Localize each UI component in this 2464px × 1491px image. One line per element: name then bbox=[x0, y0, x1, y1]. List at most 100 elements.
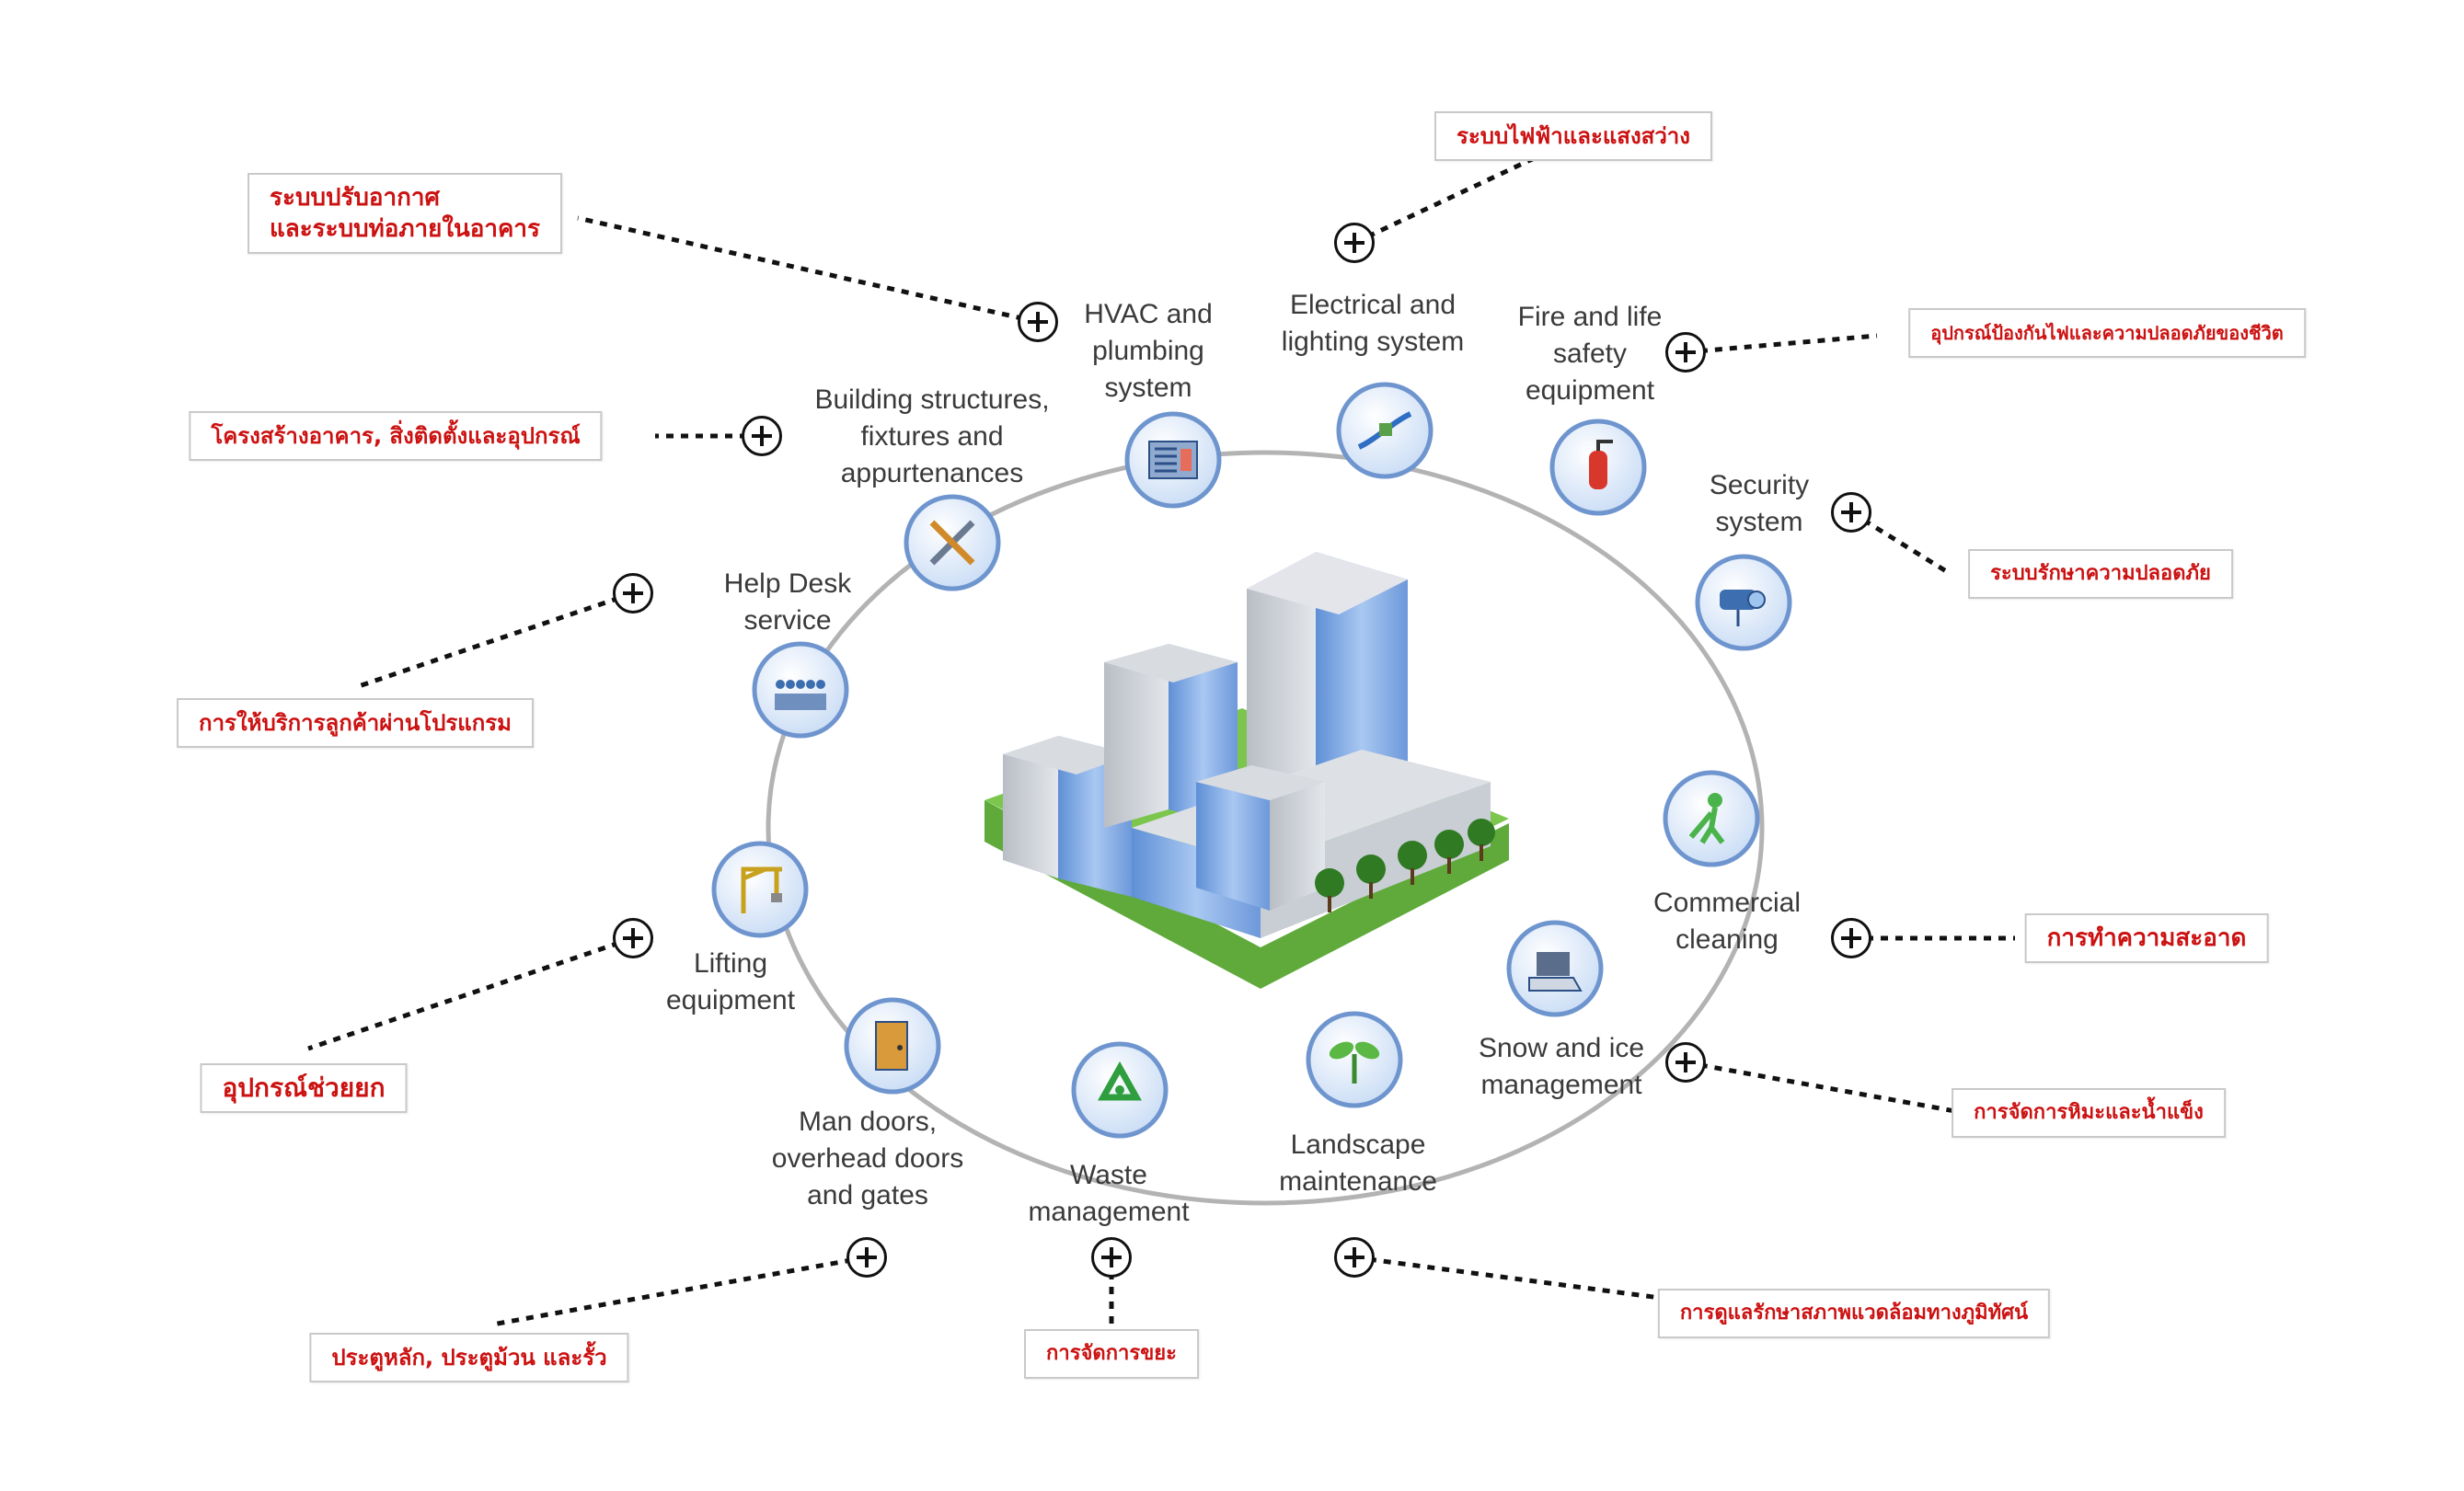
callout-text: การดูแลรักษาสภาพแวดล้อมทางภูมิทัศน์ bbox=[1679, 1302, 2029, 1325]
service-label-line: maintenance bbox=[1279, 1166, 1437, 1197]
service-label-line: overhead doors bbox=[771, 1143, 964, 1174]
service-label-waste: Waste management bbox=[1028, 1157, 1189, 1231]
service-label-line: fixtures and bbox=[860, 421, 1004, 452]
callout-text: การจัดการขยะ bbox=[1046, 1342, 1177, 1365]
service-label-line: plumbing bbox=[1092, 336, 1204, 366]
tall-tower-roof bbox=[1247, 552, 1408, 614]
expand-fire-button[interactable] bbox=[1665, 332, 1706, 373]
callout-text: การให้บริการลูกค้าผ่านโปรแกรม bbox=[199, 710, 512, 736]
expand-helpdesk-button[interactable] bbox=[613, 573, 653, 614]
service-label-line: Landscape bbox=[1290, 1130, 1426, 1160]
front-tower-front bbox=[1196, 782, 1270, 911]
callout-snow: การจัดการหิมะและน้ำแข็ง bbox=[1952, 1088, 2226, 1138]
service-icons bbox=[711, 382, 1792, 1139]
callout-text: ระบบปรับอากาศ bbox=[270, 184, 440, 212]
service-label-line: Man doors, bbox=[798, 1107, 938, 1137]
expand-snow-button[interactable] bbox=[1665, 1042, 1706, 1083]
service-label-line: Security bbox=[1709, 470, 1810, 500]
callout-fire: อุปกรณ์ป้องกันไฟและความปลอดภัยของชีวิต bbox=[1908, 308, 2306, 358]
service-label-line: HVAC and bbox=[1084, 299, 1213, 329]
tree-trunks bbox=[1328, 844, 1483, 912]
door-icon[interactable] bbox=[844, 997, 941, 1095]
service-label-line: management bbox=[1480, 1070, 1642, 1100]
fire-extinguisher-icon[interactable] bbox=[1549, 419, 1647, 516]
left-tower-side bbox=[1003, 736, 1058, 878]
service-label-line: equipment bbox=[1525, 375, 1655, 406]
service-label-security: Security system bbox=[1710, 467, 1809, 541]
callout-electrical: ระบบไฟฟ้าและแสงสว่าง bbox=[1433, 111, 1713, 161]
plant-sprout-icon[interactable] bbox=[1306, 1011, 1403, 1108]
snow-plow-icon[interactable] bbox=[1506, 920, 1604, 1017]
expand-structures-button[interactable] bbox=[742, 416, 782, 456]
service-label-line: appurtenances bbox=[840, 458, 1024, 488]
callout-doors: ประตูหลัก, ประตูม้วน และรั้ว bbox=[309, 1333, 629, 1382]
callout-helpdesk: การให้บริการลูกค้าผ่านโปรแกรม bbox=[177, 698, 534, 748]
recycle-icon[interactable] bbox=[1071, 1041, 1169, 1139]
callout-structures: โครงสร้างอาคาร, สิ่งติดตั้งและอุปกรณ์ bbox=[189, 411, 603, 461]
tools-icon[interactable] bbox=[904, 494, 1001, 591]
service-label-line: system bbox=[1715, 507, 1803, 537]
middle-tower-roof bbox=[1104, 644, 1238, 682]
service-label-doors: Man doors, overhead doors and gates bbox=[772, 1104, 963, 1214]
service-label-line: system bbox=[1104, 373, 1192, 403]
expand-hvac-button[interactable] bbox=[1018, 302, 1058, 342]
service-label-line: Lifting bbox=[693, 948, 768, 979]
callout-text: โครงสร้างอาคาร, สิ่งติดตั้งและอุปกรณ์ bbox=[211, 423, 581, 449]
service-label-line: Commercial bbox=[1652, 888, 1802, 918]
callout-text: การจัดการหิมะและน้ำแข็ง bbox=[1974, 1101, 2204, 1124]
connector-line-snow bbox=[1685, 1060, 1966, 1116]
cleaning-worker-icon[interactable] bbox=[1663, 770, 1760, 867]
service-label-line: Snow and ice bbox=[1478, 1033, 1645, 1063]
front-tower-side bbox=[1270, 782, 1325, 911]
service-label-line: Help Desk bbox=[723, 568, 852, 599]
connector-line-landscape bbox=[1353, 1255, 1710, 1307]
expand-security-button[interactable] bbox=[1831, 492, 1871, 533]
connector-line-electrical bbox=[1353, 150, 1548, 246]
service-label-line: Fire and life bbox=[1517, 302, 1663, 332]
help-desk-icon[interactable] bbox=[752, 641, 849, 739]
crane-icon[interactable] bbox=[711, 841, 809, 938]
service-label-line: Electrical and bbox=[1289, 290, 1457, 320]
connector-line-fire bbox=[1685, 333, 1878, 355]
callout-text: ระบบไฟฟ้าและแสงสว่าง bbox=[1456, 123, 1691, 149]
callout-text: และระบบท่อภายในอาคาร bbox=[270, 215, 540, 243]
electrical-cable-icon[interactable] bbox=[1336, 382, 1433, 479]
expand-doors-button[interactable] bbox=[846, 1237, 887, 1278]
hvac-unit-icon[interactable] bbox=[1124, 411, 1222, 509]
service-label-line: cleaning bbox=[1675, 924, 1779, 955]
tall-tower-side bbox=[1247, 552, 1316, 809]
callout-lifting: อุปกรณ์ช่วยยก bbox=[200, 1063, 408, 1113]
service-label-line: management bbox=[1028, 1197, 1190, 1227]
callout-security: ระบบรักษาความปลอดภัย bbox=[1968, 549, 2233, 599]
callout-text: ระบบรักษาความปลอดภัย bbox=[1990, 562, 2211, 585]
callout-waste: การจัดการขยะ bbox=[1024, 1329, 1199, 1379]
middle-tower-side bbox=[1104, 644, 1169, 828]
front-tower-roof bbox=[1196, 765, 1325, 800]
service-label-line: Waste bbox=[1070, 1160, 1147, 1190]
service-ring bbox=[766, 450, 1765, 1206]
callout-hvac: ระบบปรับอากาศและระบบท่อภายในอาคาร bbox=[248, 173, 562, 254]
connector-line-hvac bbox=[577, 215, 1039, 325]
lawn bbox=[984, 800, 1509, 989]
expand-electrical-button[interactable] bbox=[1334, 223, 1375, 263]
connector-line-lifting bbox=[307, 935, 634, 1051]
callout-cleaning: การทำความสะอาด bbox=[2024, 913, 2269, 963]
connector-line-helpdesk bbox=[358, 591, 634, 689]
security-camera-icon[interactable] bbox=[1695, 554, 1792, 651]
service-label-line: equipment bbox=[665, 985, 796, 1015]
service-label-lifting: Lifting equipment bbox=[666, 946, 795, 1019]
expand-lifting-button[interactable] bbox=[613, 918, 653, 958]
left-tower-roof bbox=[1003, 736, 1132, 774]
office-buildings-icon bbox=[984, 552, 1509, 989]
expand-waste-button[interactable] bbox=[1091, 1237, 1132, 1278]
service-label-line: and gates bbox=[807, 1180, 928, 1210]
expand-landscape-button[interactable] bbox=[1334, 1237, 1375, 1278]
expand-cleaning-button[interactable] bbox=[1831, 918, 1871, 958]
callout-text: อุปกรณ์ป้องกันไฟและความปลอดภัยของชีวิต bbox=[1930, 322, 2284, 344]
